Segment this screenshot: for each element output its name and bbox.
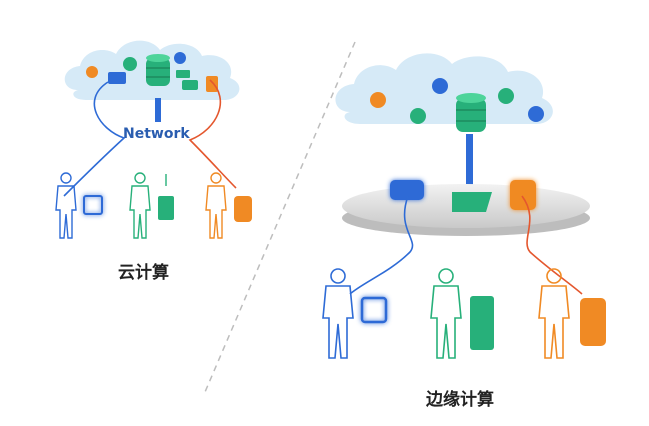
person-orange [205,172,227,239]
edge-computing-caption: 边缘计算 [426,390,494,410]
app-icon [108,72,126,84]
truck-icon [498,88,514,104]
person-blue [55,172,77,239]
cloud-connector [466,134,473,186]
person-green-edge [430,268,462,359]
grid-icon [123,57,137,71]
grid-icon [410,108,426,124]
document-icon [206,76,218,92]
mobile-app-icon [158,196,174,220]
left-cloud-icons [86,52,218,92]
orange-arrow [188,79,237,189]
person-blue-edge [322,268,354,359]
document-icon [528,106,544,122]
app-badge-green [452,192,492,212]
person-orange-edge [538,268,570,359]
network-label: Network [123,126,190,142]
orange-arrow-edge [521,195,583,295]
database-stack-icon [234,196,252,222]
right-cloud-icons [370,78,544,132]
chip-icon-edge [360,296,388,324]
location-pin-icon [174,52,186,64]
person-green [129,172,151,239]
cloud-computing-caption: 云计算 [118,263,169,283]
database-edge-icon [510,180,536,210]
divider-line [204,41,356,393]
chip-icon [83,195,103,215]
app-badge-blue [390,180,424,200]
lightbulb-icon [432,78,448,94]
database-icon [146,54,170,86]
truck-icon [176,70,190,78]
blue-arrow [63,81,126,197]
app-icon [182,80,198,90]
database-icon [456,93,486,132]
clipboard-icon [86,66,98,78]
network-connector [155,98,161,122]
mobile-app-icon-edge [470,296,494,350]
blue-arrow-edge [349,195,414,295]
clipboard-icon [370,92,386,108]
database-stack-icon-edge [580,298,606,346]
